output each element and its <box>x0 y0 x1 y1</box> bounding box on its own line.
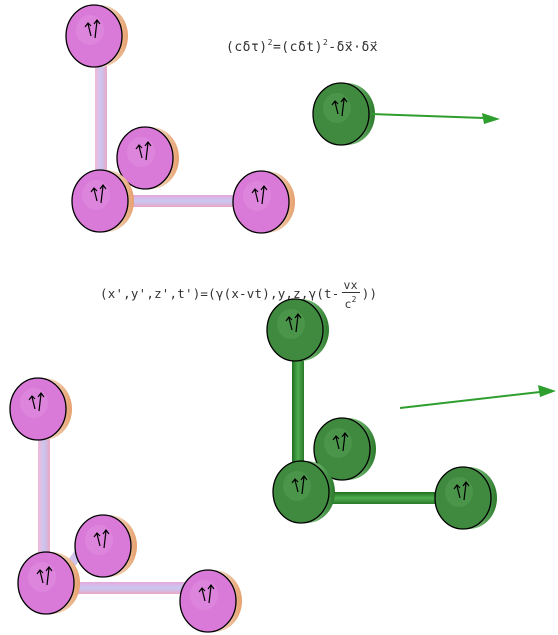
formula-rest: -δx⃗·δx⃗ <box>328 40 378 55</box>
moving-frame-clocks <box>266 298 556 530</box>
formula-equals: = <box>272 40 282 55</box>
arrow-right-icon <box>371 113 500 124</box>
clock-icon <box>65 4 129 68</box>
clock-icon <box>434 466 498 530</box>
clock-icon <box>312 82 376 146</box>
rod-vertical <box>95 44 107 202</box>
clock-icon <box>272 460 336 524</box>
fraction-denominator: c2 <box>342 293 360 311</box>
rod-horizontal <box>110 195 260 207</box>
formula-exponent: 2 <box>322 38 329 47</box>
fraction-numerator: vx <box>341 278 360 293</box>
denominator-base: c <box>344 297 352 311</box>
clock-icon <box>17 551 81 615</box>
proper-time-formula: (cδτ)2=(cδt)2-δx⃗·δx⃗ <box>226 38 378 55</box>
moving-clock-single <box>312 82 500 146</box>
formula-rhs-term: (cδt) <box>281 40 323 55</box>
rod-vertical <box>38 400 50 578</box>
rest-frame-clocks-top <box>65 4 296 234</box>
formula-tail: )) <box>361 286 378 301</box>
clock-icon <box>71 169 135 233</box>
formula-lhs: (cδτ) <box>226 40 268 55</box>
rest-frame-clocks-bottom <box>9 377 243 633</box>
formula-lhs: (x',y',z',t')=(γ(x-vt),y,z,γ(t- <box>100 286 340 301</box>
rod-vertical <box>292 332 304 497</box>
clock-icon <box>74 514 138 578</box>
denominator-exponent: 2 <box>351 295 357 304</box>
clock-icon <box>232 170 296 234</box>
arrow-right-icon <box>399 385 556 409</box>
clock-icon <box>9 377 73 441</box>
rod-horizontal <box>60 582 210 594</box>
rod-horizontal <box>308 492 458 504</box>
formula-exponent: 2 <box>267 38 273 47</box>
clock-icon <box>179 569 243 633</box>
